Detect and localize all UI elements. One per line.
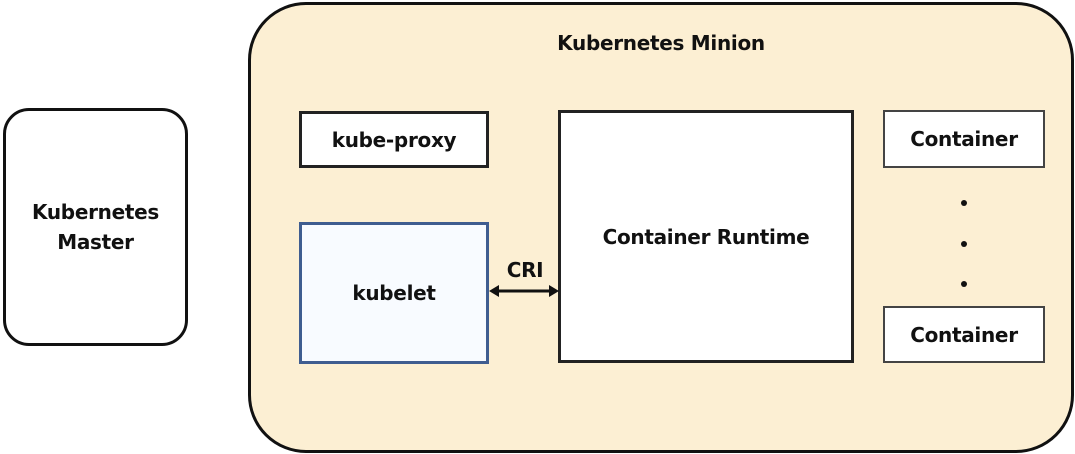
kubernetes-master-node: Kubernetes Master xyxy=(3,108,188,346)
ellipsis-dot xyxy=(961,281,967,287)
container-label: Container xyxy=(910,322,1018,347)
ellipsis-dot xyxy=(961,200,967,206)
container-label: Container xyxy=(910,127,1018,151)
kube-proxy-box: kube-proxy xyxy=(299,111,489,168)
container-box: Container xyxy=(883,110,1045,168)
kubelet-label: kubelet xyxy=(352,281,436,305)
minion-title: Kubernetes Minion xyxy=(557,31,765,55)
container-runtime-box: Container Runtime xyxy=(558,110,854,363)
container-box: Container xyxy=(883,306,1045,363)
kubelet-box: kubelet xyxy=(299,222,489,364)
master-label: Kubernetes Master xyxy=(32,200,159,254)
ellipsis-dot xyxy=(961,241,967,247)
kube-proxy-label: kube-proxy xyxy=(331,127,457,152)
container-runtime-label: Container Runtime xyxy=(602,224,810,249)
cri-double-arrow xyxy=(489,285,559,297)
cri-label: CRI xyxy=(506,258,544,282)
